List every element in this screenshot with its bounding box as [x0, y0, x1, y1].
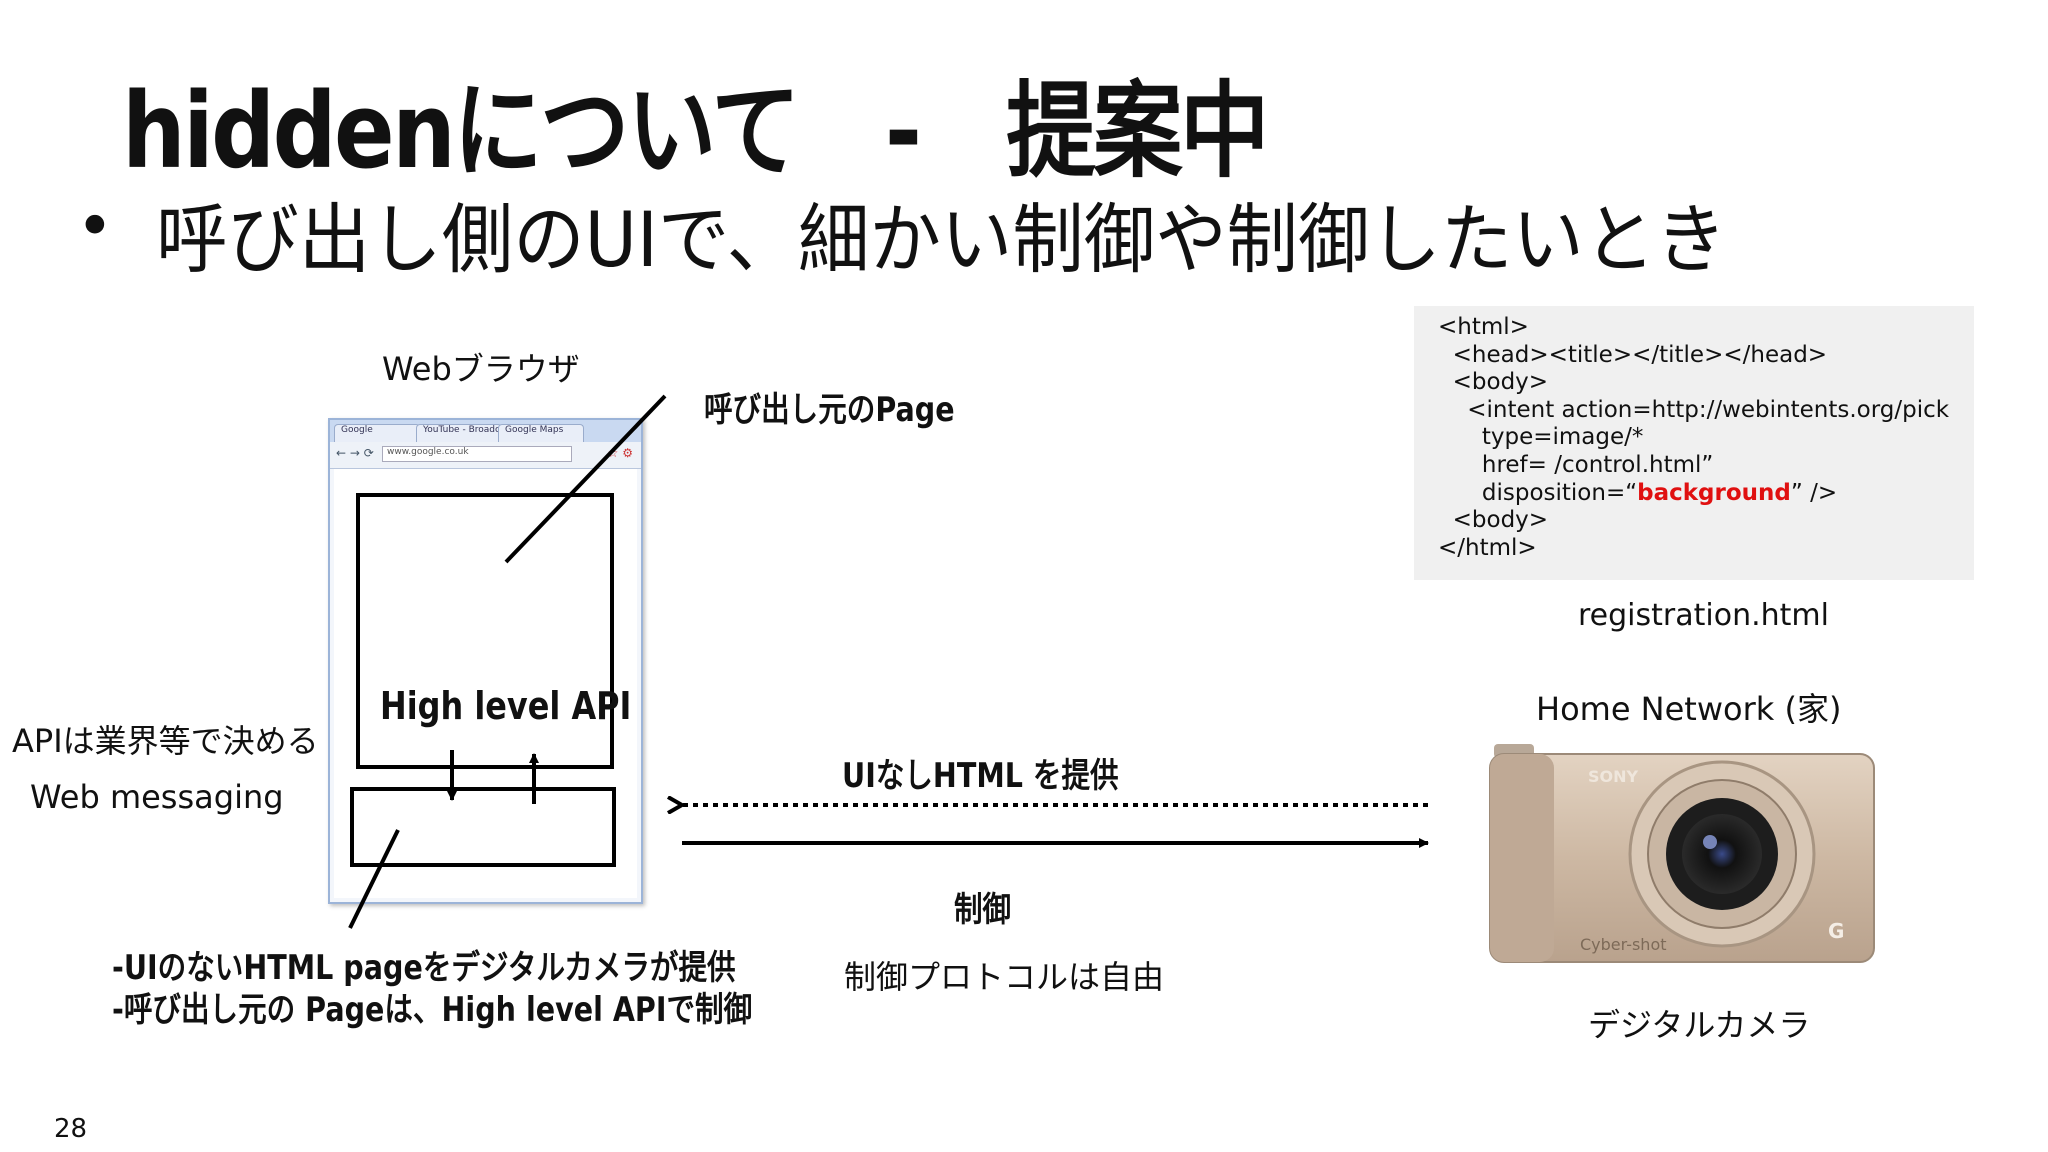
high-level-api-label: High level API: [380, 684, 632, 728]
protocol-label: 制御プロトコルは自由: [844, 958, 1165, 996]
browser-window: Google YouTube - Broadcast Google Maps ←…: [328, 418, 643, 904]
code-line: <html>: [1438, 314, 1529, 340]
camera-model-text: Cyber-shot: [1580, 935, 1667, 954]
registration-filename: registration.html: [1578, 598, 1829, 633]
bullet-marker: •: [76, 190, 114, 264]
caller-page-pointer: [504, 394, 667, 564]
page-number: 28: [54, 1114, 88, 1144]
web-messaging-label: Web messaging: [30, 778, 284, 816]
caller-page-box: [356, 493, 614, 769]
browser-tab-strip: Google YouTube - Broadcast Google Maps: [330, 420, 641, 443]
slide-title: hiddenについて - 提案中: [122, 70, 1269, 192]
code-line: <body>: [1438, 507, 1549, 534]
nav-arrows-icon: ← → ⟳: [336, 446, 374, 460]
registration-code-box: <html> <head><title></title></head> <bod…: [1414, 306, 1974, 580]
provide-label: UIなしHTML を提供: [842, 756, 1119, 796]
code-line: <head><title></title></head>: [1438, 341, 1828, 368]
browser-viewport: [334, 469, 637, 898]
home-network-label: Home Network (家): [1536, 690, 1842, 728]
note-pointer: [348, 829, 400, 929]
browser-toolbar: ← → ⟳ www.google.co.uk ☆ ⚙: [330, 442, 641, 469]
control-label: 制御: [954, 890, 1012, 930]
code-line: href= /control.html”: [1438, 451, 1714, 478]
note-line-1: -UIのないHTML pageをデジタルカメラが提供: [112, 948, 736, 988]
hidden-page-box: [350, 787, 616, 867]
api-industry-label: APIは業界等で決める: [12, 722, 319, 760]
browser-tab: Google Maps: [498, 424, 584, 443]
code-line: <intent action=http://webintents.org/pic…: [1438, 396, 1950, 423]
digital-camera-icon: Cyber-shot SONY G: [1489, 744, 1875, 963]
code-highlight: background: [1637, 479, 1791, 506]
code-line: <body>: [1438, 369, 1549, 396]
caller-page-label: 呼び出し元のPage: [704, 390, 955, 430]
code-line: ” />: [1790, 479, 1838, 506]
camera-label: デジタルカメラ: [1588, 1006, 1811, 1044]
note-line-2: -呼び出し元の Pageは、High level APIで制御: [112, 990, 753, 1030]
camera-brand-text: SONY: [1588, 767, 1639, 786]
camera-badge-text: G: [1828, 919, 1844, 943]
code-line: type=image/*: [1438, 424, 1644, 451]
code-line: disposition=“: [1438, 479, 1638, 506]
browser-url: www.google.co.uk: [382, 446, 572, 462]
registration-code: <html> <head><title></title></head> <bod…: [1438, 314, 1949, 562]
code-line: </html>: [1438, 534, 1537, 561]
browser-label: Webブラウザ: [382, 350, 580, 388]
bullet-text: 呼び出し側のUIで、細かい制御や制御したいとき: [156, 195, 1727, 284]
